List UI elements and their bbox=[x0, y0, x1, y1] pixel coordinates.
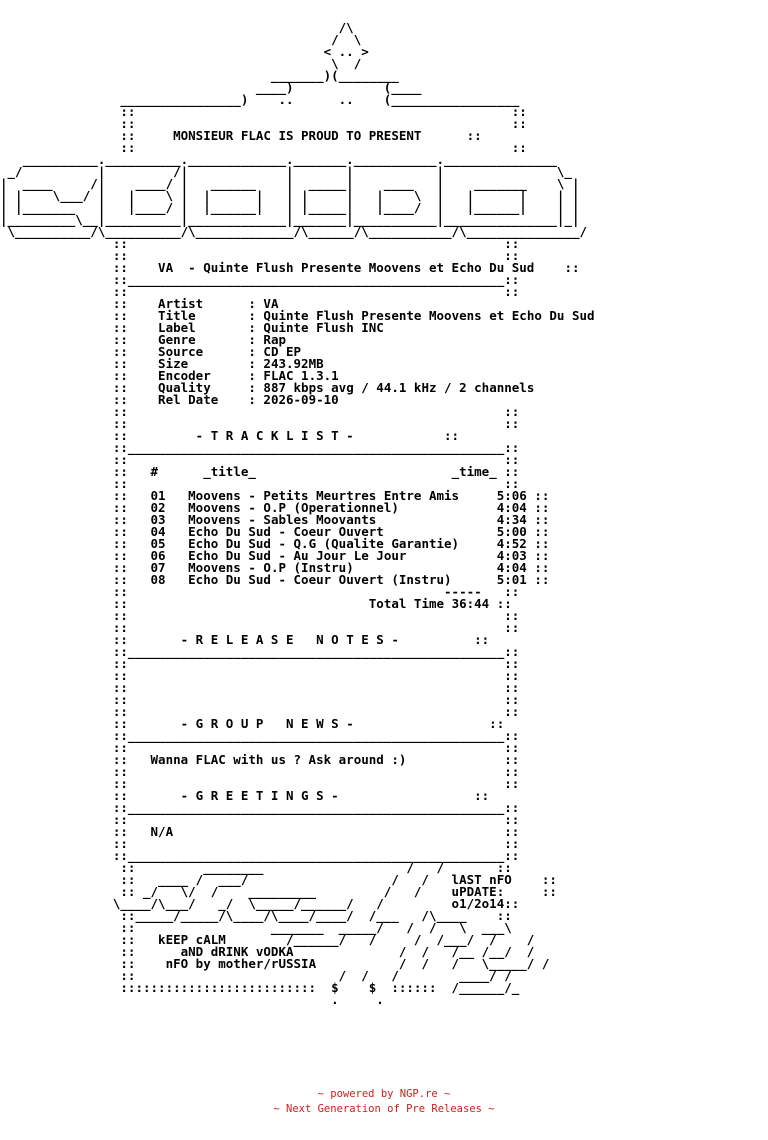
nfo-credit: nFO by mother/rUSSIA bbox=[165, 956, 317, 971]
slogan-1: kEEP cALM bbox=[158, 932, 226, 947]
track-num: 07 bbox=[150, 560, 166, 575]
track-num: 05 bbox=[150, 536, 166, 551]
news-heading: - G R O U P N E W S - bbox=[180, 716, 354, 731]
track-num: 01 bbox=[150, 488, 166, 503]
news-text: Wanna FLAC with us ? Ask around :) bbox=[150, 752, 407, 767]
info-key-1: Title bbox=[158, 308, 196, 323]
info-value-4: CD EP bbox=[263, 344, 302, 359]
total-label: Total Time bbox=[368, 596, 445, 611]
track-num: 08 bbox=[150, 572, 166, 587]
track-time: 5:01 bbox=[496, 572, 527, 587]
info-key-7: Quality bbox=[158, 380, 211, 395]
track-time: 4:04 bbox=[496, 500, 527, 515]
track-num: 04 bbox=[150, 524, 166, 539]
track-title: Echo Du Sud - Coeur Ouvert bbox=[188, 524, 384, 539]
track-num: 06 bbox=[150, 548, 166, 563]
greetings-heading: - G R E E T I N G S - bbox=[180, 788, 339, 803]
col-time: _time_ bbox=[451, 464, 497, 479]
total-time: 36:44 bbox=[451, 596, 490, 611]
track-title: Moovens - Petits Meurtres Entre Amis bbox=[188, 488, 460, 503]
track-title: Moovens - O.P (Operationnel) bbox=[188, 500, 399, 515]
info-key-0: Artist bbox=[158, 296, 204, 311]
track-time: 4:52 bbox=[496, 536, 527, 551]
track-time: 5:06 bbox=[496, 488, 527, 503]
tracklist-heading: - T R A C K L I S T - bbox=[195, 428, 354, 443]
info-key-3: Genre bbox=[158, 332, 196, 347]
greetings-text: N/A bbox=[150, 824, 174, 839]
notes-heading: - R E L E A S E N O T E S - bbox=[180, 632, 399, 647]
track-title: Echo Du Sud - Q.G (Qualite Garantie) bbox=[188, 536, 460, 551]
info-value-8: 2026-09-10 bbox=[263, 392, 339, 407]
last-update-2: uPDATE: bbox=[451, 884, 505, 899]
track-time: 4:04 bbox=[496, 560, 527, 575]
info-value-7: 887 kbps avg / 44.1 kHz / 2 channels bbox=[263, 380, 535, 395]
info-key-6: Encoder bbox=[158, 368, 211, 383]
last-update-1: lAST nFO bbox=[451, 872, 512, 887]
last-update-3: o1/2o14 bbox=[451, 896, 505, 911]
footer: ~ powered by NGP.re ~ bbox=[0, 1088, 768, 1100]
track-time: 4:03 bbox=[496, 548, 527, 563]
col-title: _title_ bbox=[203, 464, 256, 479]
slogan-2: aND dRINK vODKA bbox=[180, 944, 294, 959]
track-title: Moovens - Sables Moovants bbox=[188, 512, 377, 527]
track-time: 4:34 bbox=[496, 512, 527, 527]
info-key-4: Source bbox=[158, 344, 204, 359]
col-num: # bbox=[150, 464, 159, 479]
powered-by-link[interactable]: ~ powered by NGP.re ~ bbox=[317, 1088, 451, 1100]
info-value-0: VA bbox=[263, 296, 279, 311]
tagline-text: ~ Next Generation of Pre Releases ~ bbox=[273, 1103, 495, 1115]
info-value-3: Rap bbox=[263, 332, 286, 347]
track-num: 02 bbox=[150, 500, 166, 515]
info-key-2: Label bbox=[158, 320, 196, 335]
info-key-8: Rel Date bbox=[158, 392, 219, 407]
info-key-5: Size bbox=[158, 356, 189, 371]
info-value-2: Quinte Flush INC bbox=[263, 320, 384, 335]
track-title: Echo Du Sud - Coeur Ouvert (Instru) bbox=[188, 572, 452, 587]
info-value-1: Quinte Flush Presente Moovens et Echo Du… bbox=[263, 308, 595, 323]
track-title: Moovens - O.P (Instru) bbox=[188, 560, 354, 575]
track-title: Echo Du Sud - Au Jour Le Jour bbox=[188, 548, 407, 563]
release-title: VA - Quinte Flush Presente Moovens et Ec… bbox=[158, 260, 535, 275]
intro-text: MONSIEUR FLAC IS PROUD TO PRESENT bbox=[173, 128, 422, 143]
info-value-5: 243.92MB bbox=[263, 356, 324, 371]
track-num: 03 bbox=[150, 512, 166, 527]
track-time: 5:00 bbox=[496, 524, 527, 539]
nfo-text: /\ / \ < .. > \ / _______)(____ bbox=[0, 20, 595, 1007]
info-value-6: FLAC 1.3.1 bbox=[263, 368, 339, 383]
footer-tagline: ~ Next Generation of Pre Releases ~ bbox=[0, 1103, 768, 1115]
